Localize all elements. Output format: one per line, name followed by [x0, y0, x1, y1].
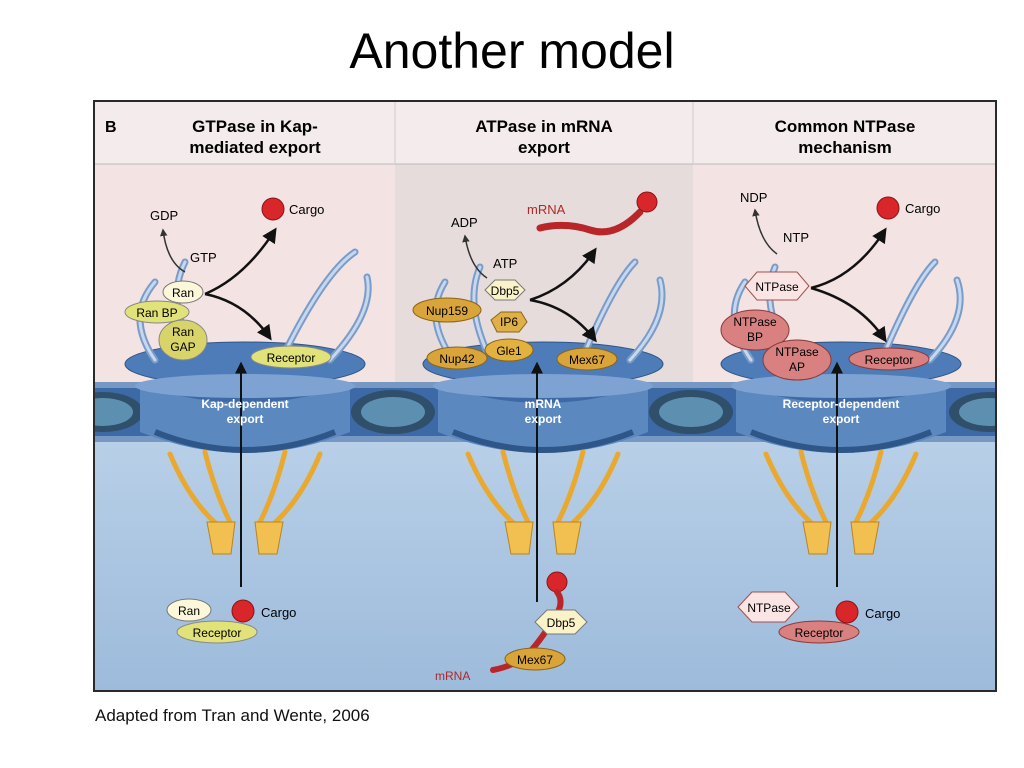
mex67-recycle-arrow: [529, 298, 597, 343]
svg-text:Ran BP: Ran BP: [136, 306, 177, 320]
panel-letter: B: [105, 119, 117, 136]
ntpase-ap: [762, 339, 832, 381]
nucleoplasm: [95, 432, 995, 690]
receptor: [250, 345, 332, 369]
cargo-label: Cargo: [905, 201, 940, 216]
atp-label: ATP: [493, 256, 517, 271]
pore-label-line2: export: [823, 412, 860, 426]
mrna-release-arrow: [529, 247, 597, 302]
figure-caption: Adapted from Tran and Wente, 2006: [95, 706, 370, 725]
svg-text:IP6: IP6: [500, 315, 518, 329]
svg-text:Cargo: Cargo: [261, 605, 296, 620]
svg-text:Dbp5: Dbp5: [547, 616, 576, 630]
receptor: [848, 347, 930, 371]
svg-text:BP: BP: [747, 330, 763, 344]
gle1: [484, 338, 534, 362]
nuclear-export-figure: B GTPase in Kap- mediated export ATPase …: [93, 100, 997, 692]
bottom-ran: [166, 598, 212, 622]
svg-text:NTPase: NTPase: [775, 345, 819, 359]
svg-text:Ran: Ran: [172, 286, 194, 300]
svg-text:Cargo: Cargo: [865, 606, 900, 621]
panel-1: GDP GTP Cargo Ran Ran BP Ran GAP Recepto…: [124, 197, 332, 644]
ntp-label: NTP: [783, 230, 809, 245]
cargo-label: Cargo: [289, 202, 324, 217]
gtp-label: GTP: [190, 250, 217, 265]
mrna-label: mRNA: [527, 202, 566, 217]
svg-text:Receptor: Receptor: [267, 351, 316, 365]
pore-label-line2: export: [227, 412, 264, 426]
svg-text:GAP: GAP: [170, 340, 195, 354]
mex67: [556, 347, 618, 371]
ndp-label: NDP: [740, 190, 767, 205]
cargo-icon: [876, 196, 900, 220]
svg-text:Gle1: Gle1: [496, 344, 522, 358]
pore-label-line1: Kap-dependent: [201, 397, 288, 411]
panel-3-header-line1: Common NTPase: [775, 117, 916, 136]
basket-rings: [206, 521, 880, 555]
panel-3: NDP NTP Cargo NTPase NTPase BP NTPase AP…: [720, 190, 940, 644]
ntpase: [744, 271, 810, 301]
bottom-receptor: [176, 620, 258, 644]
bottom-cargo-icon: [835, 600, 859, 624]
cargo-release-arrow: [810, 227, 887, 290]
svg-text:Ran: Ran: [172, 325, 194, 339]
ran-bp: [124, 300, 190, 324]
ran-gtp: [162, 280, 204, 304]
ran-gap: [158, 319, 208, 361]
cargo-icon: [261, 197, 285, 221]
slide-title: Another model: [349, 23, 675, 79]
ntpase-bp: [720, 309, 790, 351]
bottom-cargo-icon: [231, 599, 255, 623]
panel-3-header-line2: mechanism: [798, 138, 892, 157]
bottom-mrna-label: mRNA: [435, 669, 470, 683]
pore-label-line1: mRNA: [525, 397, 562, 411]
svg-text:NTPase: NTPase: [755, 280, 799, 294]
envelope-lumen-blobs: [95, 390, 995, 434]
ntp-hydrolysis-arrow: [752, 208, 778, 255]
atp-hydrolysis-arrow: [462, 234, 488, 279]
svg-text:Mex67: Mex67: [517, 653, 553, 667]
pore-label-line2: export: [525, 412, 562, 426]
figure-svg: B GTPase in Kap- mediated export ATPase …: [95, 102, 995, 690]
panel-2-header-line2: export: [518, 138, 570, 157]
svg-text:AP: AP: [789, 360, 805, 374]
ip6: [490, 311, 528, 333]
svg-text:NTPase: NTPase: [733, 315, 777, 329]
bottom-ntpase: [737, 591, 800, 623]
pore-label-line1: Receptor-dependent: [783, 397, 900, 411]
mrna-cap-icon: [636, 191, 658, 213]
bottom-receptor: [778, 620, 860, 644]
adp-label: ADP: [451, 215, 478, 230]
bottom-mex67: [504, 647, 566, 671]
svg-text:Ran: Ran: [178, 604, 200, 618]
bottom-dbp5: [534, 609, 588, 635]
header-strip: [95, 102, 995, 164]
nup159: [412, 297, 482, 323]
gdp-label: GDP: [150, 208, 178, 223]
panel-1-header-line2: mediated export: [189, 138, 321, 157]
panel-1-header-line1: GTPase in Kap-: [192, 117, 318, 136]
panel-2: ADP ATP mRNA Dbp5 Nup159 IP6 Gle1 Nup42 …: [412, 191, 658, 683]
svg-text:Receptor: Receptor: [193, 626, 242, 640]
cargo-release-arrow: [204, 227, 277, 296]
nup42: [426, 346, 488, 370]
svg-text:Nup159: Nup159: [426, 304, 468, 318]
svg-text:Mex67: Mex67: [569, 353, 605, 367]
svg-text:NTPase: NTPase: [747, 601, 791, 615]
dbp5: [484, 279, 526, 301]
svg-text:Receptor: Receptor: [795, 626, 844, 640]
svg-text:Nup42: Nup42: [439, 352, 475, 366]
receptor-recycle-arrow: [204, 292, 272, 341]
mrna-strand: [536, 208, 644, 236]
panel-2-header-line1: ATPase in mRNA: [475, 117, 613, 136]
gtp-hydrolysis-arrow: [160, 228, 186, 273]
svg-text:Receptor: Receptor: [865, 353, 914, 367]
svg-text:Dbp5: Dbp5: [491, 284, 520, 298]
receptor-recycle-arrow: [810, 286, 887, 343]
